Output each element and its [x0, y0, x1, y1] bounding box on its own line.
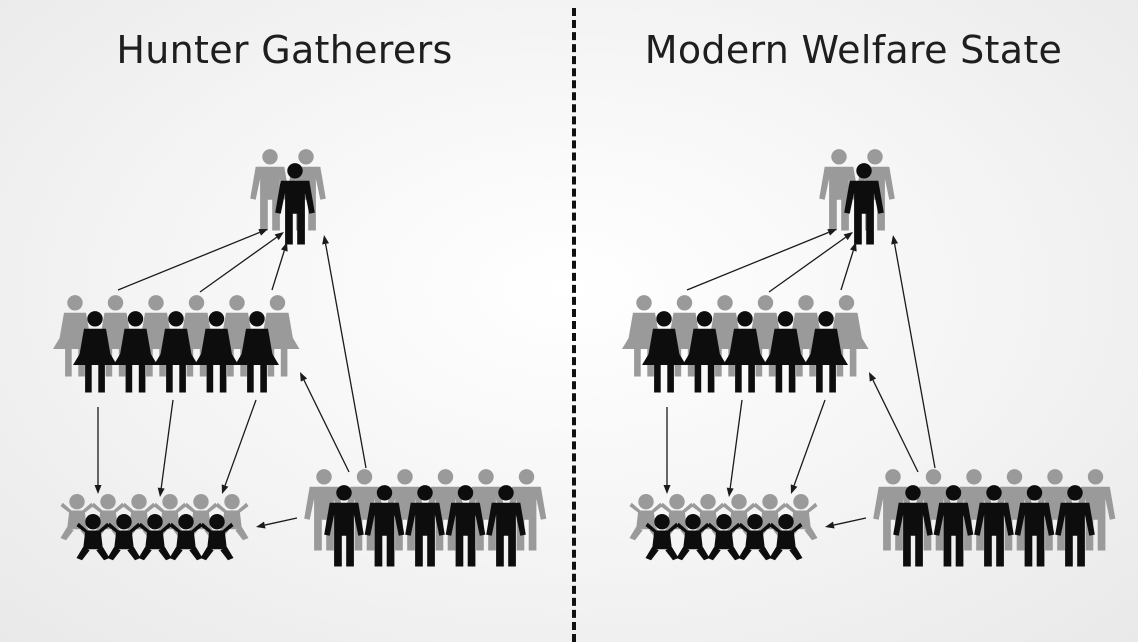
flow-arrow — [686, 229, 837, 291]
men-figure-dark — [324, 485, 364, 567]
women-figure-light — [53, 295, 97, 377]
babies-figure-dark — [76, 514, 110, 561]
women-figure-light — [215, 295, 259, 377]
women-figure-dark — [73, 311, 117, 393]
group-men — [304, 469, 547, 567]
flow-arrow — [840, 242, 857, 291]
women-figure-light — [93, 295, 138, 377]
flow-arrow — [256, 517, 298, 529]
flow-arrow — [663, 407, 671, 494]
women-figure-dark — [194, 311, 239, 393]
babies-figure-dark — [200, 514, 234, 561]
group-women — [622, 295, 869, 393]
women-figure-dark — [113, 311, 158, 393]
flow-arrow — [157, 399, 174, 497]
flow-arrow — [221, 399, 257, 494]
flow-arrow — [790, 399, 826, 494]
men-figure-dark — [1055, 485, 1095, 567]
babies-figure-dark — [707, 514, 741, 561]
men-figure-dark — [445, 485, 486, 567]
women-figure-dark — [235, 311, 279, 393]
flow-arrow — [117, 229, 268, 291]
women-figure-light — [743, 295, 788, 377]
diagram-modern-welfare-state — [622, 149, 1116, 567]
panel-hunter-gatherers: Hunter Gatherers — [53, 28, 547, 567]
women-figure-light — [824, 295, 869, 377]
group-men — [873, 469, 1116, 567]
flow-arrow — [322, 235, 367, 469]
group-elders — [250, 149, 326, 245]
flow-arrow — [891, 235, 936, 469]
flow-arrow — [869, 372, 919, 473]
men-figure-light — [994, 469, 1035, 551]
flow-arrow — [726, 399, 743, 497]
men-figure-light — [304, 469, 344, 551]
panel-title: Modern Welfare State — [644, 28, 1063, 72]
women-figure-light — [255, 295, 300, 377]
flow-arrow — [271, 242, 288, 291]
babies-figure-dark — [645, 514, 679, 561]
men-figure-light — [466, 469, 506, 551]
babies-figure-dark — [769, 514, 803, 561]
women-figure-dark — [682, 311, 727, 393]
men-figure-light — [344, 469, 385, 551]
women-figure-light — [784, 295, 828, 377]
men-figure-light — [1035, 469, 1075, 551]
women-figure-light — [174, 295, 219, 377]
babies-figure-dark — [169, 514, 203, 561]
babies-figure-light — [753, 494, 787, 541]
babies-figure-dark — [138, 514, 172, 561]
panel-modern-welfare-state: Modern Welfare State — [569, 0, 1138, 642]
group-babies — [60, 494, 249, 561]
women-figure-dark — [763, 311, 808, 393]
flow-arrow — [768, 232, 853, 293]
women-figure-light — [622, 295, 666, 377]
panel-title: Hunter Gatherers — [116, 28, 453, 72]
women-figure-light — [134, 295, 178, 377]
elders-figure-light — [250, 149, 290, 231]
men-figure-dark — [364, 485, 405, 567]
group-women — [53, 295, 300, 393]
women-figure-dark — [154, 311, 198, 393]
group-babies — [629, 494, 818, 561]
men-figure-light — [425, 469, 466, 551]
diagram-hunter-gatherers — [53, 149, 547, 567]
flow-arrow — [199, 232, 284, 293]
babies-figure-dark — [107, 514, 141, 561]
flow-arrow — [300, 372, 350, 473]
dashed-divider — [572, 8, 576, 642]
women-figure-dark — [642, 311, 686, 393]
babies-figure-dark — [738, 514, 772, 561]
elders-figure-dark — [275, 163, 315, 245]
men-figure-light — [385, 469, 425, 551]
flow-arrow — [825, 517, 867, 529]
men-figure-dark — [405, 485, 445, 567]
women-figure-dark — [804, 311, 848, 393]
men-figure-light — [1075, 469, 1116, 551]
women-figure-light — [662, 295, 707, 377]
women-figure-light — [703, 295, 747, 377]
women-figure-dark — [723, 311, 767, 393]
babies-figure-dark — [676, 514, 710, 561]
flow-arrow — [94, 407, 102, 494]
babies-figure-light — [629, 494, 663, 541]
